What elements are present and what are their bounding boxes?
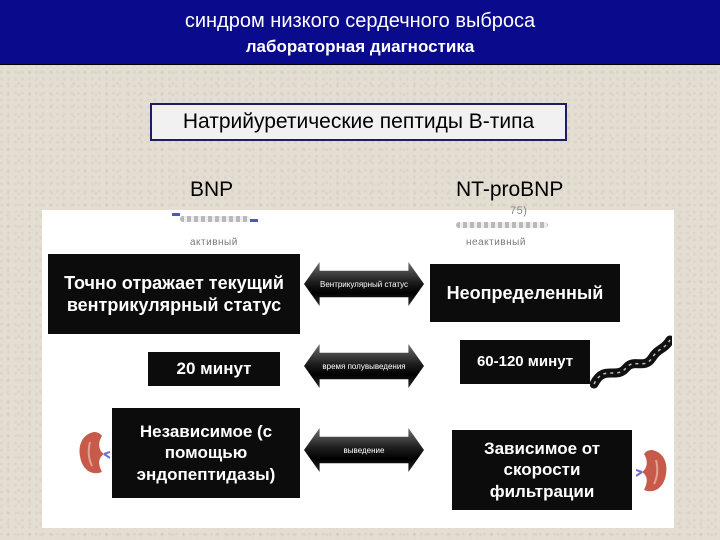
ntprobnp-clearance-box: Зависимое от скорости фильтрации: [452, 430, 632, 510]
kidney-icon: [636, 450, 667, 492]
ntprobnp-halflife-box: 60-120 минут: [460, 340, 590, 384]
header-subtitle: лабораторная диагностика: [245, 37, 475, 56]
header-title: синдром низкого сердечного выброса: [184, 10, 536, 32]
ntprobnp-status-box: Неопределенный: [430, 264, 620, 322]
arrow-label: время полувыведения: [322, 361, 406, 371]
stray-label: 75): [510, 205, 528, 217]
bnp-halflife-box: 20 минут: [148, 352, 280, 386]
bnp-molecule-caption: активный: [190, 237, 238, 248]
bnp-clearance-box: Независимое (с помощью эндопептидазы): [112, 408, 300, 498]
snake-icon: [590, 335, 672, 389]
bnp-molecule-end: [172, 213, 180, 216]
bnp-status-box: Точно отражает текущий вентрикулярный ст…: [48, 254, 300, 334]
ntprobnp-molecule-caption: неактивный: [466, 237, 526, 248]
ntprobnp-molecule: [456, 222, 548, 228]
column-label-bnp: BNP: [190, 178, 234, 201]
bnp-molecule: [180, 216, 250, 222]
bnp-molecule-end: [250, 219, 258, 222]
arrow-label: Вентрикулярный статус: [319, 279, 409, 289]
slide-header: синдром низкого сердечного выброса лабор…: [0, 0, 720, 65]
kidney-icon: [79, 432, 110, 474]
column-label-ntprobnp: NT-proBNP: [456, 178, 564, 201]
arrow-label: выведение: [343, 445, 385, 455]
slide-title: Натрийуретические пептиды В-типа: [150, 103, 567, 141]
